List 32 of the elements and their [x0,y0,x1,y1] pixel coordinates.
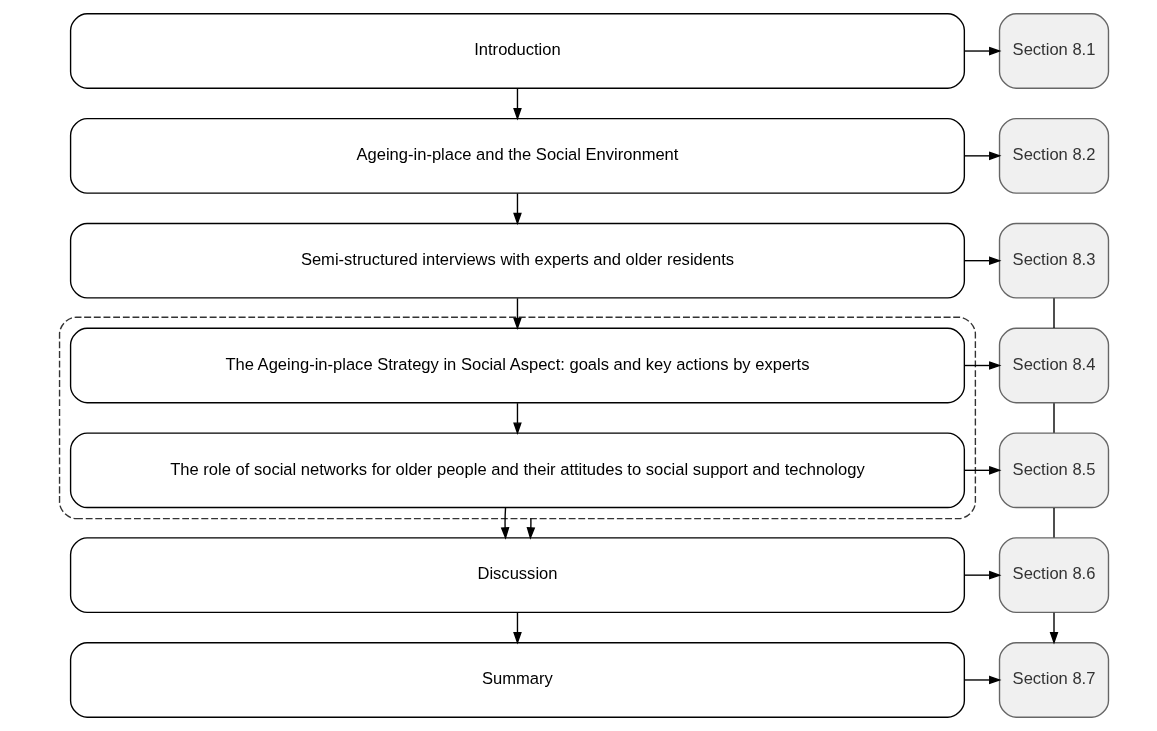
connector [1053,507,1055,539]
arrow [513,612,522,645]
arrow [513,88,522,121]
connector [1053,297,1055,329]
arrow [963,361,1002,370]
arrow [513,192,522,226]
node-box: Ageing-in-place and the Social Environment [69,117,966,194]
arrow [963,570,1002,580]
node-box: Section 8.4 [998,327,1110,404]
arrow [963,151,1002,161]
arrow [526,517,536,540]
node-box: Section 8.6 [998,537,1110,614]
node-box: The role of social networks for older people and their attitudes to social support and technology [69,432,966,509]
node-box: Section 8.7 [998,642,1110,718]
arrow [963,465,1002,475]
node-box: Section 8.2 [998,117,1110,194]
connector [1053,402,1055,434]
node-box: Semi-structured interviews with experts and older residents [69,222,966,299]
arrow [963,46,1002,56]
node-box: Introduction [69,13,966,89]
node-box: Section 8.5 [998,432,1110,509]
node-box: The Ageing-in-place Strategy in Social Aspect: goals and key actions by experts [69,327,966,404]
node-box: Discussion [69,537,966,614]
arrow [500,507,510,540]
arrow [1049,612,1059,645]
node-box: Summary [69,642,966,718]
node-box: Section 8.3 [998,222,1110,299]
arrow [963,675,1002,685]
node-box: Section 8.1 [998,13,1110,89]
arrow [513,402,522,435]
arrow [513,297,522,331]
arrow [963,256,1002,266]
